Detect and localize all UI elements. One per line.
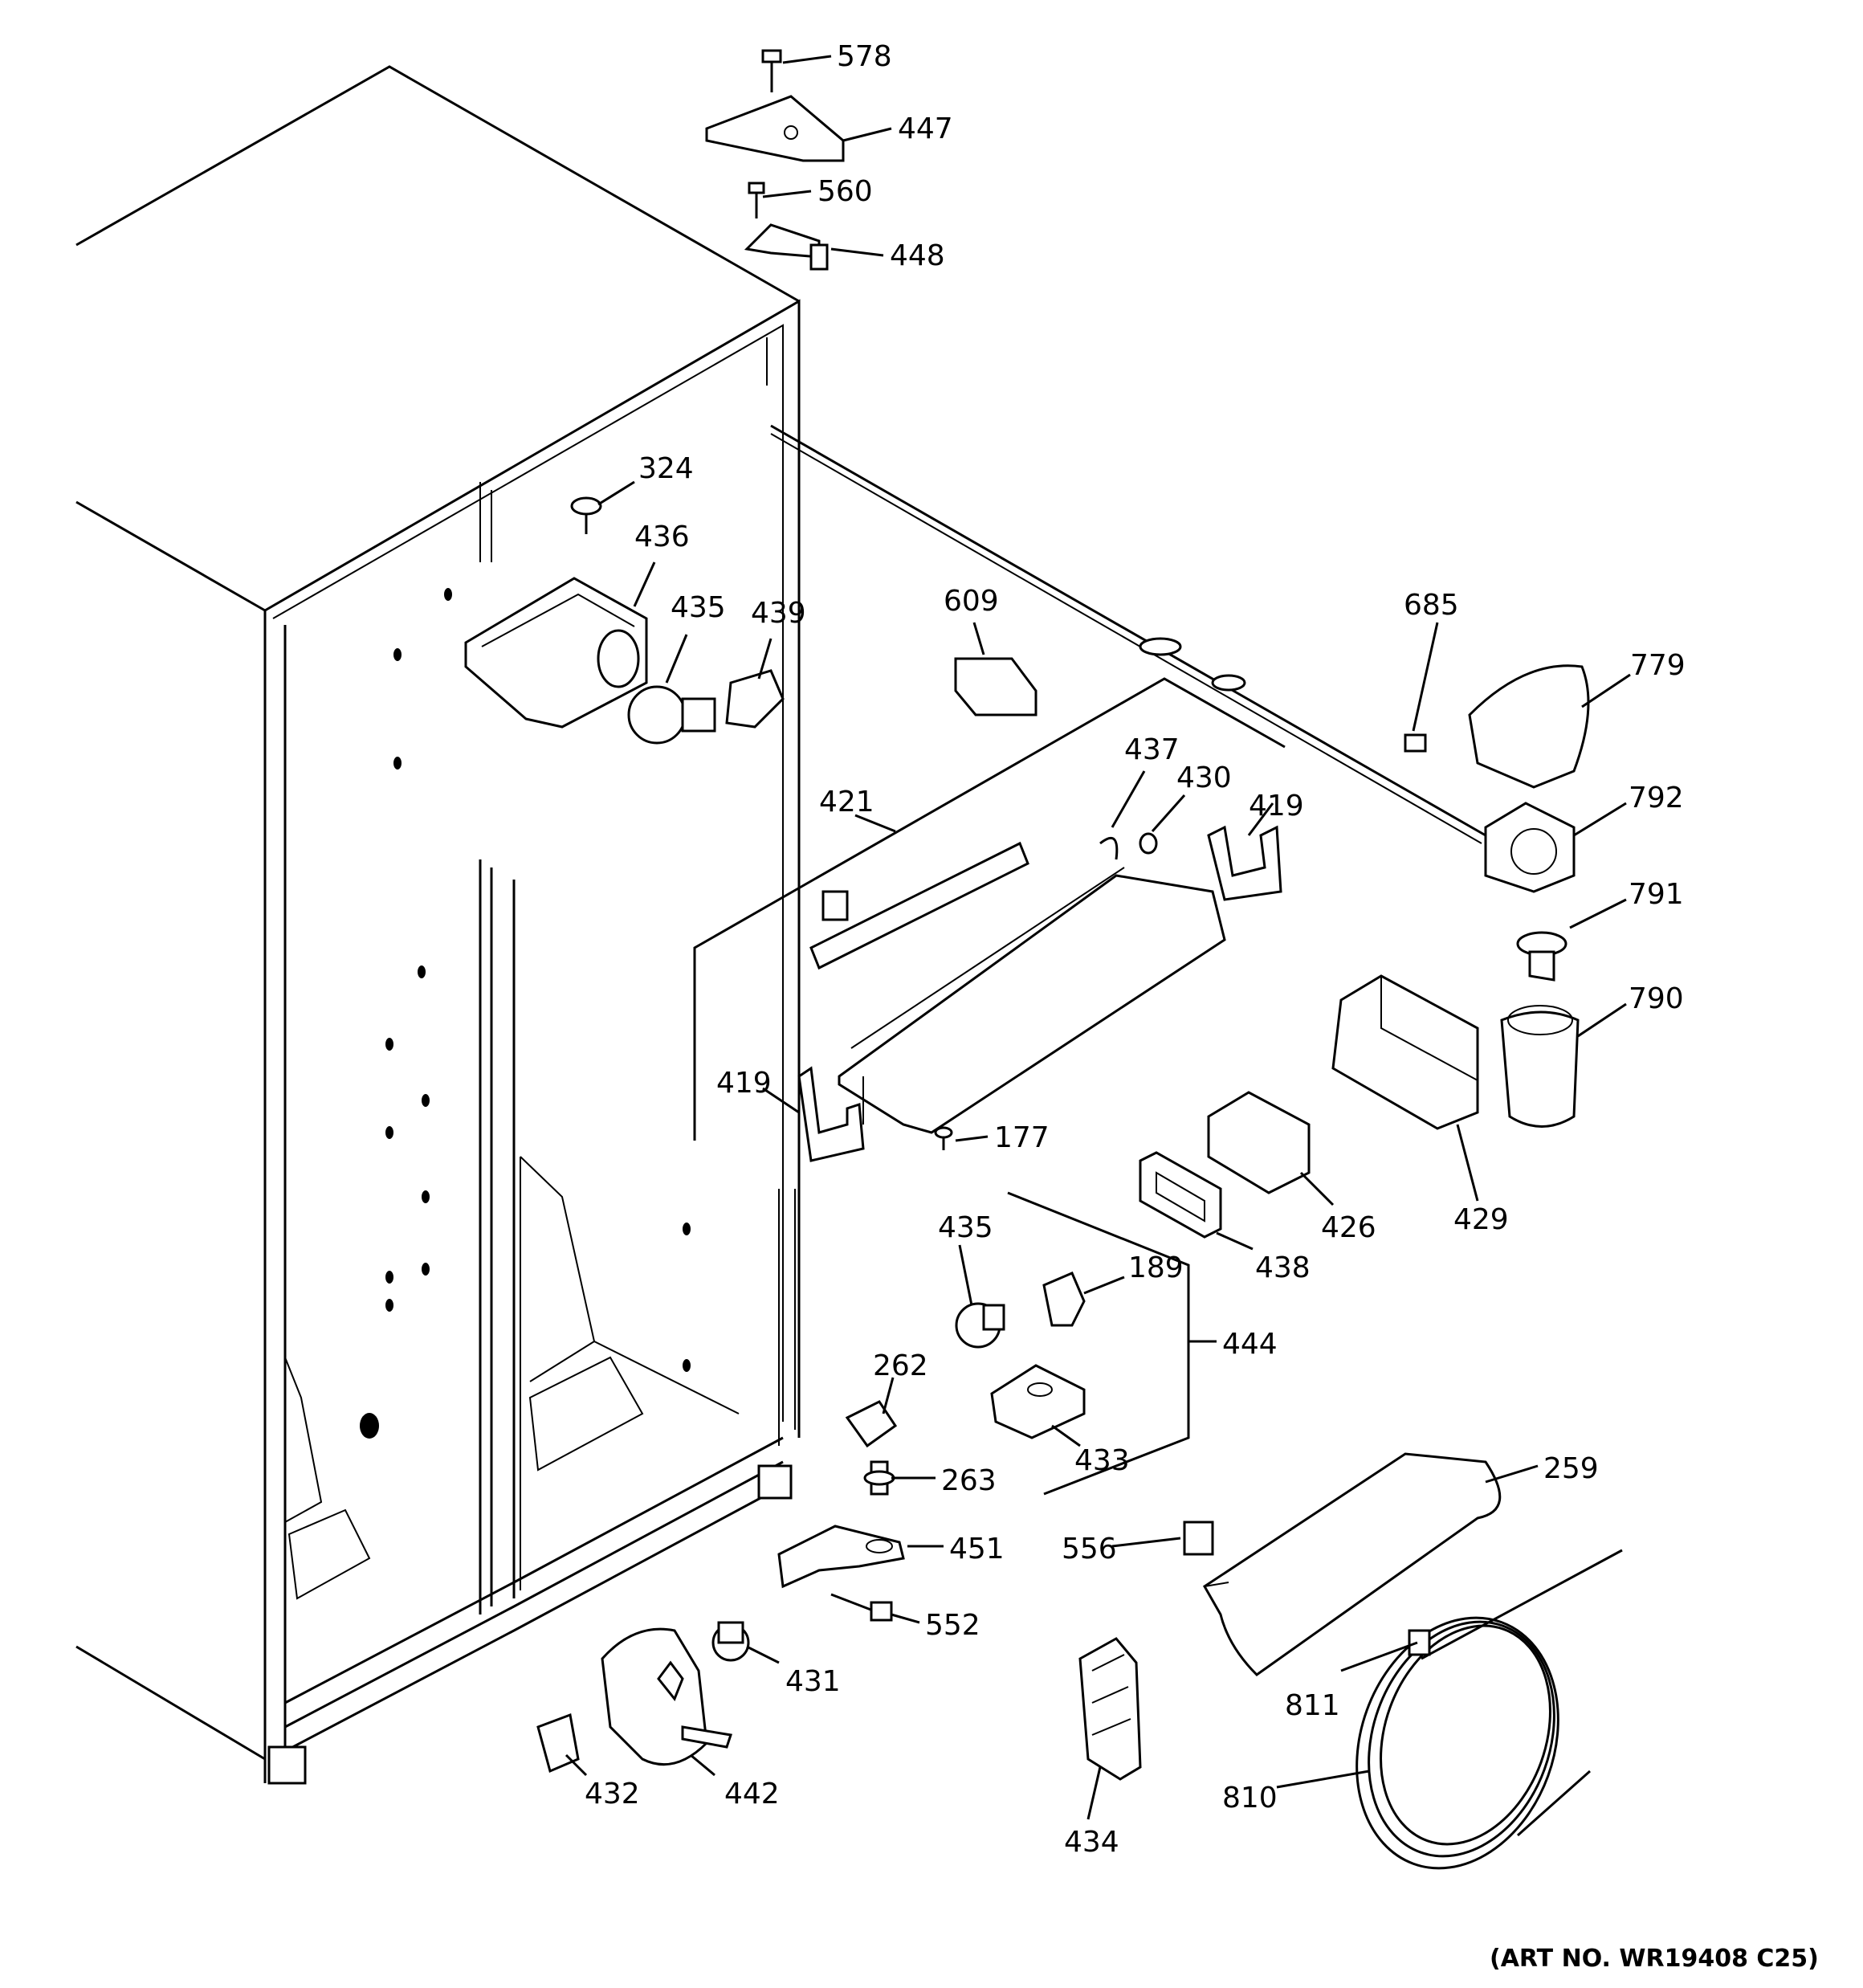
label-792: 792 xyxy=(1629,782,1684,814)
leader-lines xyxy=(565,55,1631,1820)
label-177: 177 xyxy=(994,1121,1050,1154)
part-shapes xyxy=(464,49,1623,1870)
label-433: 433 xyxy=(1074,1444,1130,1477)
label-189: 189 xyxy=(1128,1251,1184,1284)
label-432: 432 xyxy=(585,1778,640,1810)
label-447: 447 xyxy=(898,112,953,145)
label-442: 442 xyxy=(724,1778,780,1810)
label-419-upper: 419 xyxy=(1249,790,1304,823)
label-810: 810 xyxy=(1222,1782,1278,1815)
label-685: 685 xyxy=(1404,589,1459,622)
label-444: 444 xyxy=(1222,1328,1278,1361)
label-421: 421 xyxy=(819,786,874,818)
label-779: 779 xyxy=(1630,649,1686,682)
label-438: 438 xyxy=(1255,1251,1311,1284)
label-439: 439 xyxy=(751,597,806,630)
label-609: 609 xyxy=(944,585,999,618)
outline-421 xyxy=(693,677,1286,1141)
label-426: 426 xyxy=(1321,1211,1376,1244)
label-435-upper: 435 xyxy=(671,591,726,624)
label-262: 262 xyxy=(873,1349,928,1382)
label-448: 448 xyxy=(890,239,945,272)
label-790: 790 xyxy=(1629,982,1684,1015)
label-552: 552 xyxy=(925,1609,980,1642)
label-324: 324 xyxy=(638,452,694,485)
label-434: 434 xyxy=(1064,1826,1119,1859)
label-811: 811 xyxy=(1285,1689,1340,1722)
label-419-lower: 419 xyxy=(716,1067,772,1100)
label-791: 791 xyxy=(1629,878,1684,911)
cabinet xyxy=(75,65,801,1785)
label-430: 430 xyxy=(1176,761,1232,794)
label-431: 431 xyxy=(785,1665,841,1698)
label-451: 451 xyxy=(949,1533,1005,1565)
cabinet-holes xyxy=(360,588,691,1439)
label-556: 556 xyxy=(1062,1533,1117,1565)
label-560: 560 xyxy=(817,175,873,208)
tube xyxy=(770,424,1486,844)
label-436: 436 xyxy=(634,520,690,553)
label-429: 429 xyxy=(1453,1203,1509,1236)
art-number: (ART NO. WR19408 C25) xyxy=(1490,1945,1819,1973)
outline-444 xyxy=(1007,1191,1190,1496)
label-263: 263 xyxy=(941,1464,997,1497)
label-259: 259 xyxy=(1543,1452,1599,1485)
label-437: 437 xyxy=(1124,733,1180,766)
label-578: 578 xyxy=(837,40,892,73)
callout-labels: 578 447 560 448 324 436 435 439 609 685 … xyxy=(585,40,1686,1859)
label-435-lower: 435 xyxy=(938,1211,993,1244)
